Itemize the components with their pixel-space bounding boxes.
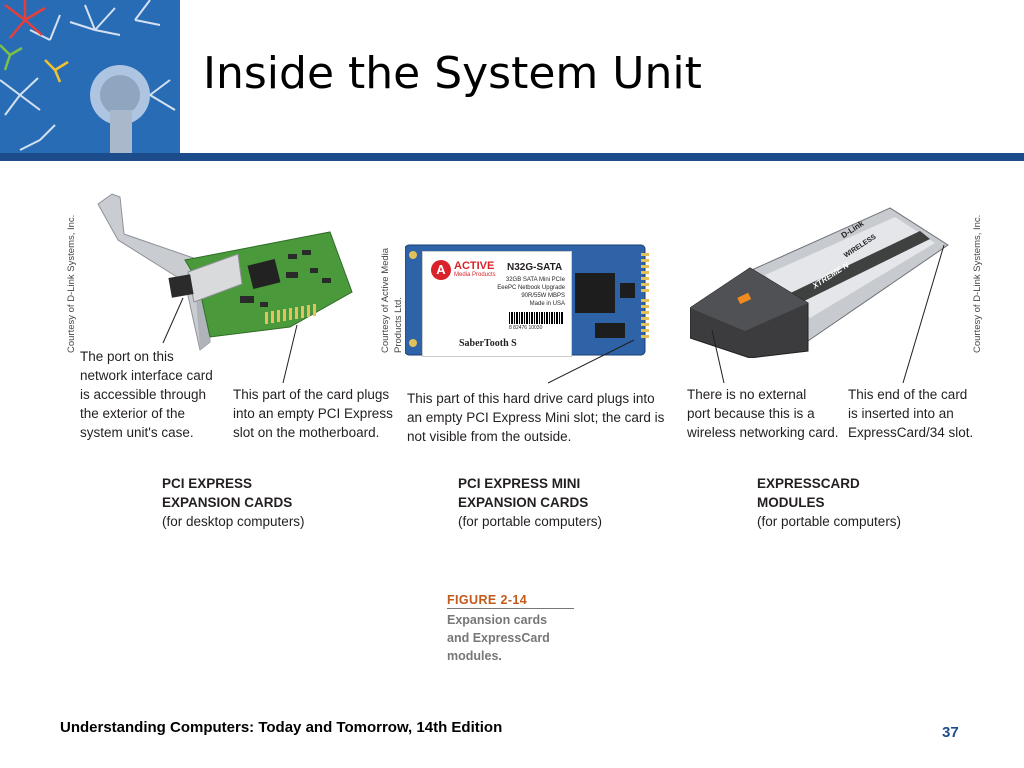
barcode-icon (509, 312, 563, 324)
group-title: EXPRESSCARD (757, 476, 860, 491)
callout-card-end: This end of the card is inserted into an… (848, 385, 973, 442)
group-title: PCI EXPRESS (162, 476, 253, 491)
slide-footer: Understanding Computers: Today and Tomor… (60, 719, 503, 736)
ssd-spec-line: 90R/55W MBPS (521, 293, 565, 299)
callout-no-port: There is no external port because this i… (687, 385, 839, 442)
callout-line: into an empty PCI Express (233, 406, 393, 421)
group-title: PCI EXPRESS MINI (458, 476, 581, 491)
ssd-brand-sub: Media Products (454, 272, 496, 278)
ssd-label: A ACTIVE Media Products N32G-SATA 32GB S… (422, 251, 572, 357)
dandelion-graphic (0, 0, 180, 153)
callout-line: ExpressCard/34 slot. (848, 425, 974, 440)
group-subtitle: (for desktop computers) (162, 514, 305, 529)
figure-number: FIGURE 2-14 (447, 593, 574, 609)
slide-title: Inside the System Unit (203, 48, 702, 99)
ssd-spec-line: EeePC Netbook Upgrade (497, 285, 565, 291)
page-number: 37 (942, 724, 959, 741)
group-pci-express-mini: PCI EXPRESS MINI EXPANSION CARDS (for po… (458, 474, 602, 531)
figure-caption-line: and ExpressCard (447, 631, 550, 645)
header-logo-image (0, 0, 180, 153)
group-title: EXPANSION CARDS (162, 495, 293, 510)
callout-line: slot on the motherboard. (233, 425, 380, 440)
pci-express-card-image (90, 192, 355, 352)
led-indicator-icon (737, 292, 752, 305)
callout-line: not visible from the outside. (407, 429, 572, 444)
callout-line: This part of this hard drive card plugs … (407, 391, 655, 406)
group-subtitle: (for portable computers) (757, 514, 902, 529)
figure-caption-line: Expansion cards (447, 613, 548, 627)
ssd-barcode-number: 8 82476 10030 (509, 325, 543, 331)
group-title: MODULES (757, 495, 825, 510)
callout-line: network interface card (80, 368, 213, 383)
callout-line: The port on this (80, 349, 174, 364)
callout-line: an empty PCI Express Mini slot; the card… (407, 410, 665, 425)
callout-line: the exterior of the (80, 406, 186, 421)
group-title: EXPANSION CARDS (458, 495, 589, 510)
active-media-logo-icon: A (431, 260, 451, 280)
header-rule (0, 153, 1024, 161)
callout-line: port because this is a (687, 406, 815, 421)
ssd-brand: ACTIVE (454, 260, 495, 272)
leader-line (162, 297, 184, 344)
ssd-specs: 32GB SATA Mini PCIe EeePC Netbook Upgrad… (497, 276, 565, 308)
ssd-spec-line: Made in USA (529, 301, 565, 307)
figure-caption-line: modules. (447, 649, 502, 663)
group-pci-express: PCI EXPRESS EXPANSION CARDS (for desktop… (162, 474, 305, 531)
callout-port: The port on this network interface card … (80, 347, 213, 442)
callout-line: is inserted into an (848, 406, 954, 421)
group-subtitle: (for portable computers) (458, 514, 603, 529)
leader-line (547, 339, 635, 384)
leader-line (282, 324, 298, 384)
group-expresscard: EXPRESSCARD MODULES (for portable comput… (757, 474, 901, 531)
ssd-product-name: SaberTooth S (459, 338, 517, 349)
callout-line: is accessible through (80, 387, 207, 402)
leader-line (711, 329, 725, 384)
callout-line: This end of the card (848, 387, 968, 402)
callout-line: There is no external (687, 387, 807, 402)
ssd-model: N32G-SATA (507, 262, 563, 273)
callout-line: system unit's case. (80, 425, 194, 440)
ssd-spec-line: 32GB SATA Mini PCIe (505, 277, 565, 283)
figure-caption: Expansion cards and ExpressCard modules. (447, 611, 550, 665)
expresscard-module-image: D-Link WIRELESS XTREME N (689, 203, 950, 359)
callout-line: wireless networking card. (687, 425, 839, 440)
leader-line (902, 244, 945, 384)
callout-mini-plug: This part of this hard drive card plugs … (407, 389, 664, 446)
callout-pci-plug: This part of the card plugs into an empt… (233, 385, 393, 442)
callout-line: This part of the card plugs (233, 387, 390, 402)
